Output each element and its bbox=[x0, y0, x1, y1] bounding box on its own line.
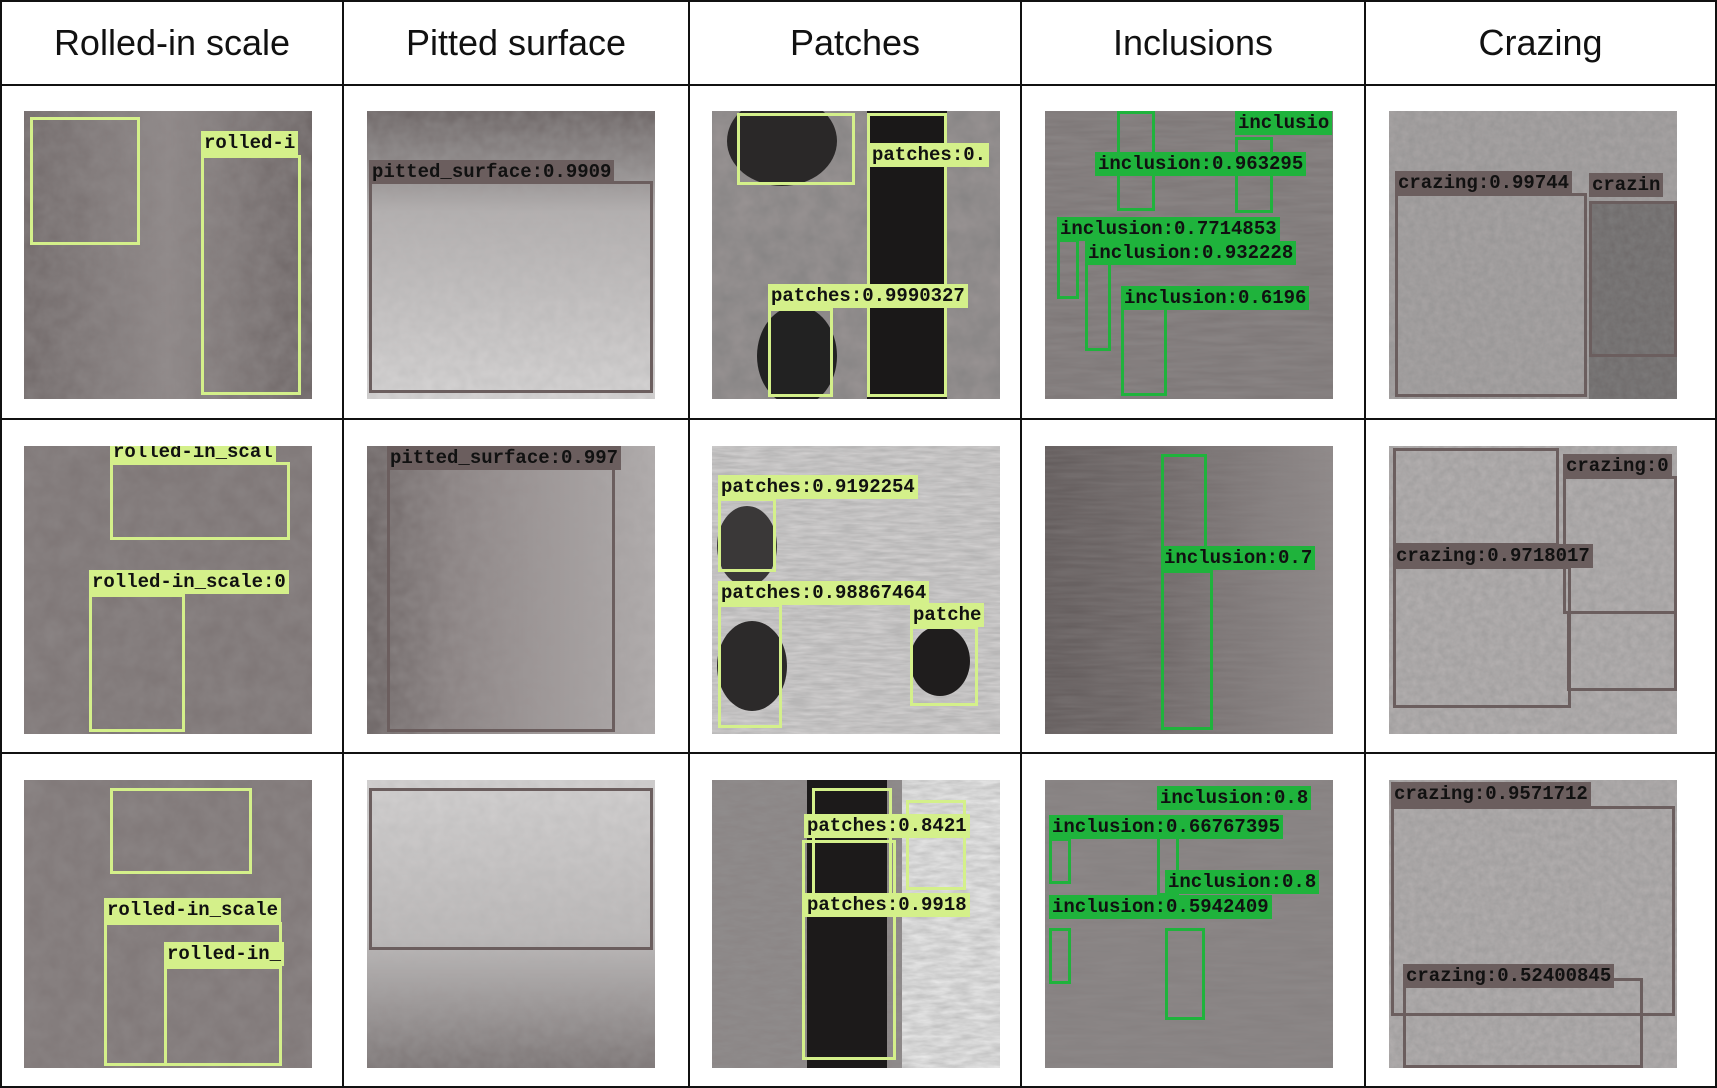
detection-label: crazing:0.9718017 bbox=[1393, 544, 1593, 568]
sample-image-crazing-2: crazing:0 crazing:0.9718017 bbox=[1389, 446, 1677, 734]
sample-image-pitted-surface-2: pitted_surface:0.997 bbox=[367, 446, 655, 734]
column-header-inclusions: Inclusions bbox=[1112, 22, 1274, 63]
sample-image-inclusions-1: inclusio inclusion:0.963295 inclusion:0.… bbox=[1045, 111, 1333, 399]
detection-label: inclusion:0.7 bbox=[1161, 546, 1316, 570]
bounding-box bbox=[110, 462, 290, 540]
bounding-box bbox=[768, 308, 833, 397]
bounding-box bbox=[1393, 448, 1559, 546]
detection-label: patches:0.9918 bbox=[804, 893, 970, 917]
detection-label: inclusion:0.5942409 bbox=[1049, 895, 1272, 919]
sample-image-pitted-surface-1: pitted_surface:0.9909 bbox=[367, 111, 655, 399]
bounding-box bbox=[867, 113, 947, 397]
bounding-box bbox=[1165, 928, 1205, 1020]
bounding-box bbox=[1589, 201, 1677, 357]
detection-label: inclusion:0.8 bbox=[1157, 786, 1312, 810]
column-header-pitted-surface: Pitted surface bbox=[405, 22, 627, 63]
detection-label: rolled-in_scale bbox=[104, 898, 282, 922]
grid-line bbox=[0, 0, 1717, 2]
grid-line bbox=[688, 0, 690, 1088]
grid-line bbox=[0, 418, 1717, 420]
detection-label: pitted_surface:0.997 bbox=[387, 446, 622, 470]
grid-line bbox=[0, 0, 2, 1088]
bounding-box bbox=[110, 788, 252, 874]
column-header-rolled-in-scale: Rolled-in scale bbox=[53, 22, 291, 63]
detection-label: inclusion:0.8 bbox=[1165, 870, 1320, 894]
bounding-box bbox=[1161, 570, 1213, 730]
bounding-box bbox=[1085, 261, 1111, 351]
grid-line bbox=[1715, 0, 1717, 1088]
detection-label: inclusion:0.932228 bbox=[1085, 241, 1297, 265]
detection-label: patches:0.98867464 bbox=[718, 581, 930, 605]
sample-image-patches-2: patches:0.9192254 patches:0.98867464 pat… bbox=[712, 446, 1000, 734]
bounding-box bbox=[812, 788, 892, 898]
bounding-box bbox=[718, 604, 782, 728]
bounding-box bbox=[369, 788, 653, 950]
sample-image-inclusions-2: inclusion:0.7 bbox=[1045, 446, 1333, 734]
bounding-box bbox=[89, 594, 185, 732]
detection-label: patches:0.8421 bbox=[804, 814, 970, 838]
sample-image-patches-3: patches:0.8421 patches:0.9918 bbox=[712, 780, 1000, 1068]
grid-line bbox=[0, 84, 1717, 86]
detection-label: inclusio bbox=[1235, 111, 1333, 135]
detection-label: rolled-in_scal bbox=[110, 446, 276, 464]
detection-label: inclusion:0.66767395 bbox=[1049, 815, 1284, 839]
bounding-box bbox=[1567, 611, 1677, 691]
detection-label: crazing:0 bbox=[1563, 454, 1672, 478]
bounding-box bbox=[1161, 454, 1207, 550]
sample-image-patches-1: patches:0. patches:0.9990327 bbox=[712, 111, 1000, 399]
bounding-box bbox=[1403, 978, 1643, 1068]
sample-image-rolled-in-scale-1: rolled-i bbox=[24, 111, 312, 399]
grid-line bbox=[0, 752, 1717, 754]
detection-label: inclusion:0.963295 bbox=[1095, 152, 1307, 176]
detection-label: patches:0.9990327 bbox=[768, 284, 968, 308]
detection-label: crazin bbox=[1589, 173, 1664, 197]
sample-image-crazing-3: crazing:0.9571712 crazing:0.52400845 bbox=[1389, 780, 1677, 1068]
bounding-box bbox=[910, 626, 978, 706]
bounding-box bbox=[387, 466, 615, 732]
bounding-box bbox=[369, 181, 653, 393]
sample-image-rolled-in-scale-2: rolled-in_scal rolled-in_scale:0 bbox=[24, 446, 312, 734]
detection-label: inclusion:0.7714853 bbox=[1057, 217, 1280, 241]
grid-line bbox=[1364, 0, 1366, 1088]
bounding-box bbox=[737, 113, 855, 185]
column-header-crazing: Crazing bbox=[1478, 22, 1603, 63]
bounding-box bbox=[1391, 806, 1675, 1016]
bounding-box bbox=[164, 966, 282, 1066]
column-header-patches: Patches bbox=[789, 22, 921, 63]
bounding-box bbox=[1049, 838, 1071, 884]
bounding-box bbox=[1393, 566, 1571, 708]
sample-image-rolled-in-scale-3: rolled-in_scale rolled-in_ bbox=[24, 780, 312, 1068]
sample-image-inclusions-3: inclusion:0.8 inclusion:0.66767395 inclu… bbox=[1045, 780, 1333, 1068]
grid-line bbox=[0, 1086, 1717, 1088]
detection-label: rolled-in_ bbox=[164, 942, 285, 966]
grid-line bbox=[342, 0, 344, 1088]
detection-label: crazing:0.99744 bbox=[1395, 171, 1573, 195]
detection-label: pitted_surface:0.9909 bbox=[369, 160, 615, 184]
bounding-box bbox=[30, 117, 140, 245]
bounding-box bbox=[718, 498, 776, 572]
detection-label: patches:0. bbox=[869, 143, 990, 167]
grid-line bbox=[1020, 0, 1022, 1088]
bounding-box bbox=[1057, 239, 1079, 299]
bounding-box bbox=[1121, 306, 1167, 396]
bounding-box bbox=[1049, 928, 1071, 984]
bounding-box bbox=[906, 800, 966, 890]
sample-image-pitted-surface-3 bbox=[367, 780, 655, 1068]
detection-label: crazing:0.52400845 bbox=[1403, 964, 1615, 988]
bounding-box bbox=[1395, 193, 1587, 397]
detection-label: inclusion:0.6196 bbox=[1121, 286, 1310, 310]
bounding-box bbox=[802, 840, 896, 1060]
detection-label: patches:0.9192254 bbox=[718, 475, 918, 499]
detection-label: crazing:0.9571712 bbox=[1391, 782, 1591, 806]
detection-label: rolled-i bbox=[201, 131, 299, 155]
bounding-box bbox=[201, 155, 301, 395]
sample-image-crazing-1: crazing:0.99744 crazin bbox=[1389, 111, 1677, 399]
detection-label: patche bbox=[910, 603, 985, 627]
detection-label: rolled-in_scale:0 bbox=[89, 570, 289, 594]
